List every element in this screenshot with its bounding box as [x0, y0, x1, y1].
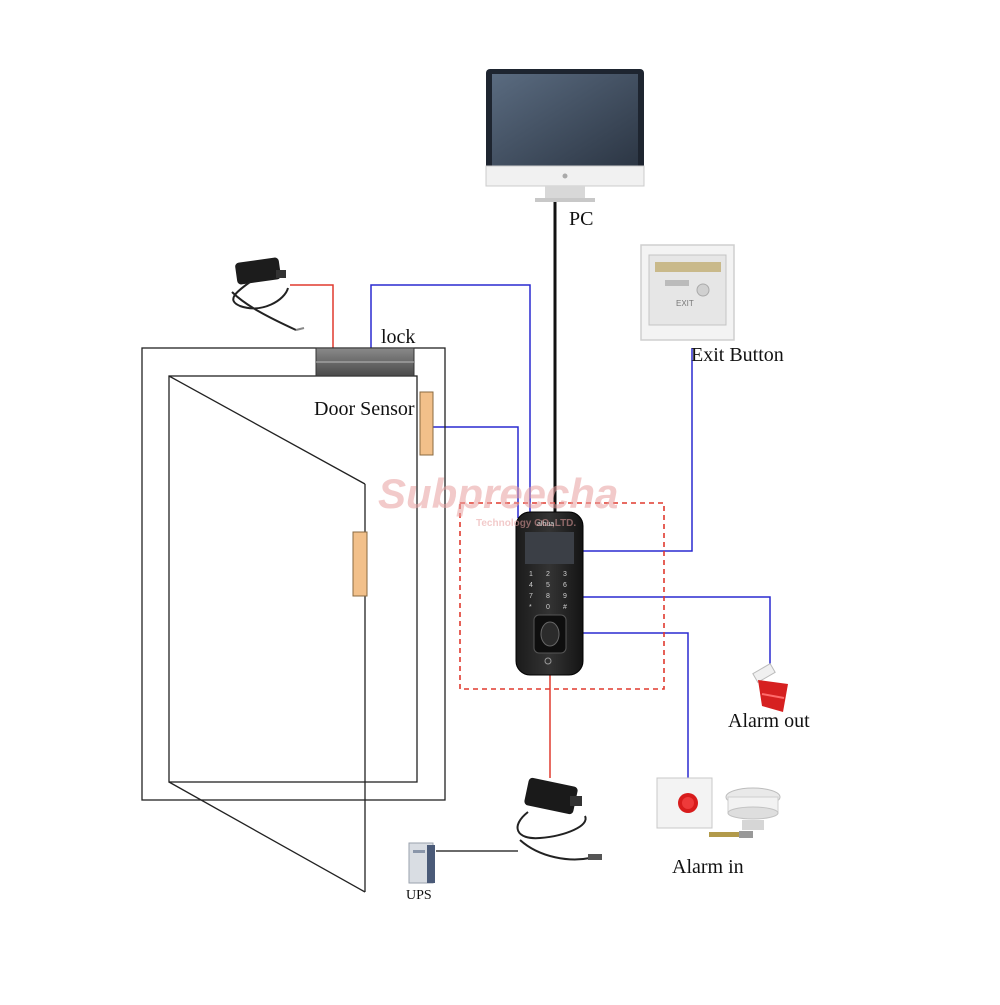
- siren-icon: [752, 662, 788, 712]
- wires: [290, 200, 771, 852]
- keypad-key: 5: [546, 582, 550, 589]
- keypad-key: *: [529, 604, 532, 611]
- exit-button-wire: [583, 348, 693, 552]
- exit-button-icon: EXIT: [640, 244, 735, 341]
- reader-keypad: 1 2 3 4 5 6 7 8 9 * 0 #: [529, 571, 567, 611]
- pc-monitor-icon: [485, 69, 645, 202]
- keypad-key: 3: [563, 571, 567, 578]
- label-alarm-out: Alarm out: [728, 710, 810, 732]
- door: [141, 347, 446, 893]
- door-frame-outer: [141, 347, 446, 801]
- label-exit-button: Exit Button: [691, 344, 784, 366]
- door-sensor-wire: [433, 426, 519, 518]
- alarm-out-wire: [583, 596, 771, 672]
- access-reader: alhua 1 2 3 4 5 6 7 8 9 * 0 #: [515, 511, 584, 676]
- door-sensor-on-frame: [419, 391, 434, 456]
- label-alarm-in: Alarm in: [672, 856, 744, 878]
- keypad-key: 8: [546, 593, 550, 600]
- keypad-key: 9: [563, 593, 567, 600]
- label-pc: PC: [569, 208, 594, 230]
- keypad-key: 2: [546, 571, 550, 578]
- keypad-key: 0: [546, 604, 550, 611]
- keypad-key: #: [563, 604, 567, 611]
- door-sensor-on-leaf: [352, 531, 368, 597]
- ups-icon: [408, 842, 435, 884]
- door-frame-inner: [168, 375, 418, 783]
- alarm-in-wire: [583, 632, 689, 778]
- reader-brand-text: alhua: [537, 521, 554, 528]
- power-adapter-bottom: [516, 777, 602, 861]
- label-door-sensor: Door Sensor: [314, 398, 415, 420]
- door-leaf-top: [168, 375, 366, 485]
- lock-signal-wire: [370, 284, 531, 518]
- keypad-key: 4: [529, 582, 533, 589]
- label-ups: UPS: [406, 888, 432, 903]
- controller-boundary-box: [459, 502, 665, 690]
- smoke-detector-icon: [709, 787, 781, 838]
- lock-power-wire: [290, 284, 334, 350]
- power-adapter-top: [231, 257, 305, 331]
- magnetic-lock: [315, 347, 415, 377]
- keypad-key: 7: [529, 593, 533, 600]
- label-lock: lock: [381, 326, 416, 348]
- watermark-brand: Subpreecha: [378, 470, 619, 517]
- keypad-key: 6: [563, 582, 567, 589]
- exit-plate-text: EXIT: [676, 299, 694, 308]
- keypad-key: 1: [529, 571, 533, 578]
- door-leaf-bottom: [168, 781, 366, 893]
- panic-button-icon: [656, 777, 713, 829]
- watermark-sub: Technology CO.,LTD.: [476, 518, 577, 529]
